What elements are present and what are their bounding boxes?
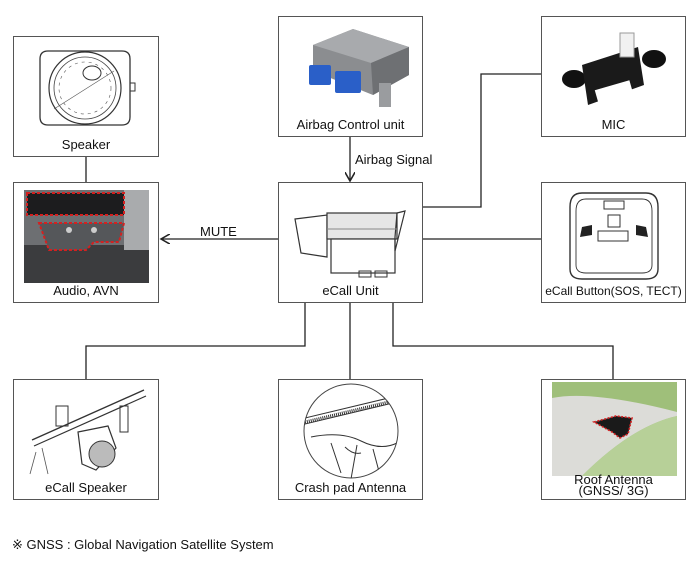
ecall-unit-icon <box>294 210 406 278</box>
airbag-control-unit-icon <box>309 29 409 107</box>
ecall-speaker-box: eCall Speaker <box>13 379 159 500</box>
roof-antenna-label-line1: Roof Antenna <box>574 472 653 487</box>
roof-antenna-photo <box>552 382 677 476</box>
roof-antenna-label-line2: (GNSS/ 3G) <box>578 483 649 498</box>
mic-icon <box>562 32 666 105</box>
ecall-button-icon <box>569 192 659 280</box>
ecall-unit-label: eCall Unit <box>322 283 379 298</box>
footnote-gnss: ※ GNSS : Global Navigation Satellite Sys… <box>12 537 274 552</box>
crash-pad-antenna-box: Crash pad Antenna <box>278 379 423 500</box>
audio-avn-photo <box>24 190 149 283</box>
audio-avn-label: Audio, AVN <box>53 283 119 298</box>
ecall-button-box: eCall Button(SOS, TECT) <box>541 182 686 303</box>
line-ecall-speaker <box>85 303 306 379</box>
ecall-speaker-icon <box>29 389 147 475</box>
line-ecall-mic <box>422 73 541 208</box>
line-ecall-roof <box>392 303 614 379</box>
mute-label: MUTE <box>200 224 237 239</box>
ecall-unit-box: eCall Unit <box>278 182 423 303</box>
speaker-icon <box>39 50 136 126</box>
audio-avn-box: Audio, AVN <box>13 182 159 303</box>
airbag-control-unit-box: Airbag Control unit <box>278 16 423 137</box>
airbag-control-unit-label: Airbag Control unit <box>296 117 405 132</box>
speaker-box: Speaker <box>13 36 159 157</box>
ecall-button-label: eCall Button(SOS, TECT) <box>545 284 682 298</box>
speaker-label: Speaker <box>61 137 111 152</box>
ecall-speaker-label: eCall Speaker <box>45 480 127 495</box>
mic-box: MIC <box>541 16 686 137</box>
roof-antenna-label: Roof Antenna (GNSS/ 3G) <box>542 472 685 498</box>
roof-antenna-box: Roof Antenna (GNSS/ 3G) <box>541 379 686 500</box>
crash-pad-antenna-label: Crash pad Antenna <box>294 480 407 495</box>
crash-pad-antenna-icon <box>303 383 399 479</box>
mic-label: MIC <box>601 117 626 132</box>
airbag-signal-label: Airbag Signal <box>355 152 433 167</box>
